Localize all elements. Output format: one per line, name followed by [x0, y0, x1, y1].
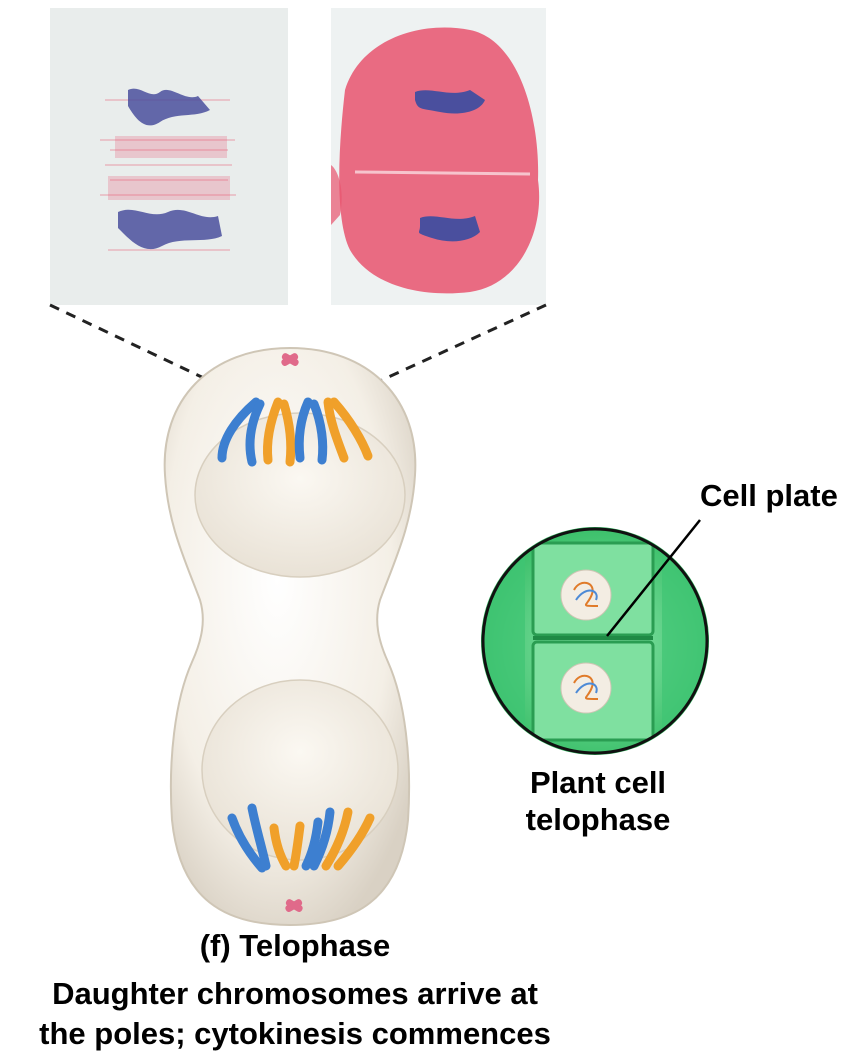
- dividing-animal-cell: [163, 346, 417, 927]
- top-centrosome: [281, 353, 299, 366]
- stage-title: (f) Telophase: [199, 928, 391, 963]
- plant-daughter-nucleus-bottom: [560, 662, 612, 714]
- bottom-chromosomes: [227, 803, 375, 873]
- caption-line2: the poles; cytokinesis commences: [39, 1016, 551, 1051]
- zoom-connector-lines: [49, 303, 547, 382]
- plant-label-line2: telophase: [525, 802, 671, 837]
- caption-line1: Daughter chromosomes arrive at: [52, 976, 538, 1011]
- cell-plate-label: Cell plate: [700, 478, 838, 513]
- bottom-centrosome: [285, 899, 303, 913]
- top-chromosomes: [217, 397, 373, 467]
- stage-caption: Daughter chromosomes arrive at the poles…: [0, 974, 590, 1054]
- animal-cell-micrograph: [50, 8, 288, 305]
- plant-cell-inset: [481, 519, 709, 755]
- plant-cell-telophase-label: Plant cell telophase: [498, 764, 698, 838]
- plant-label-line1: Plant cell: [529, 765, 667, 800]
- plant-cell-micrograph: [331, 8, 546, 305]
- plant-daughter-nucleus-top: [560, 569, 612, 621]
- cell-plate-leader-line: [606, 519, 701, 637]
